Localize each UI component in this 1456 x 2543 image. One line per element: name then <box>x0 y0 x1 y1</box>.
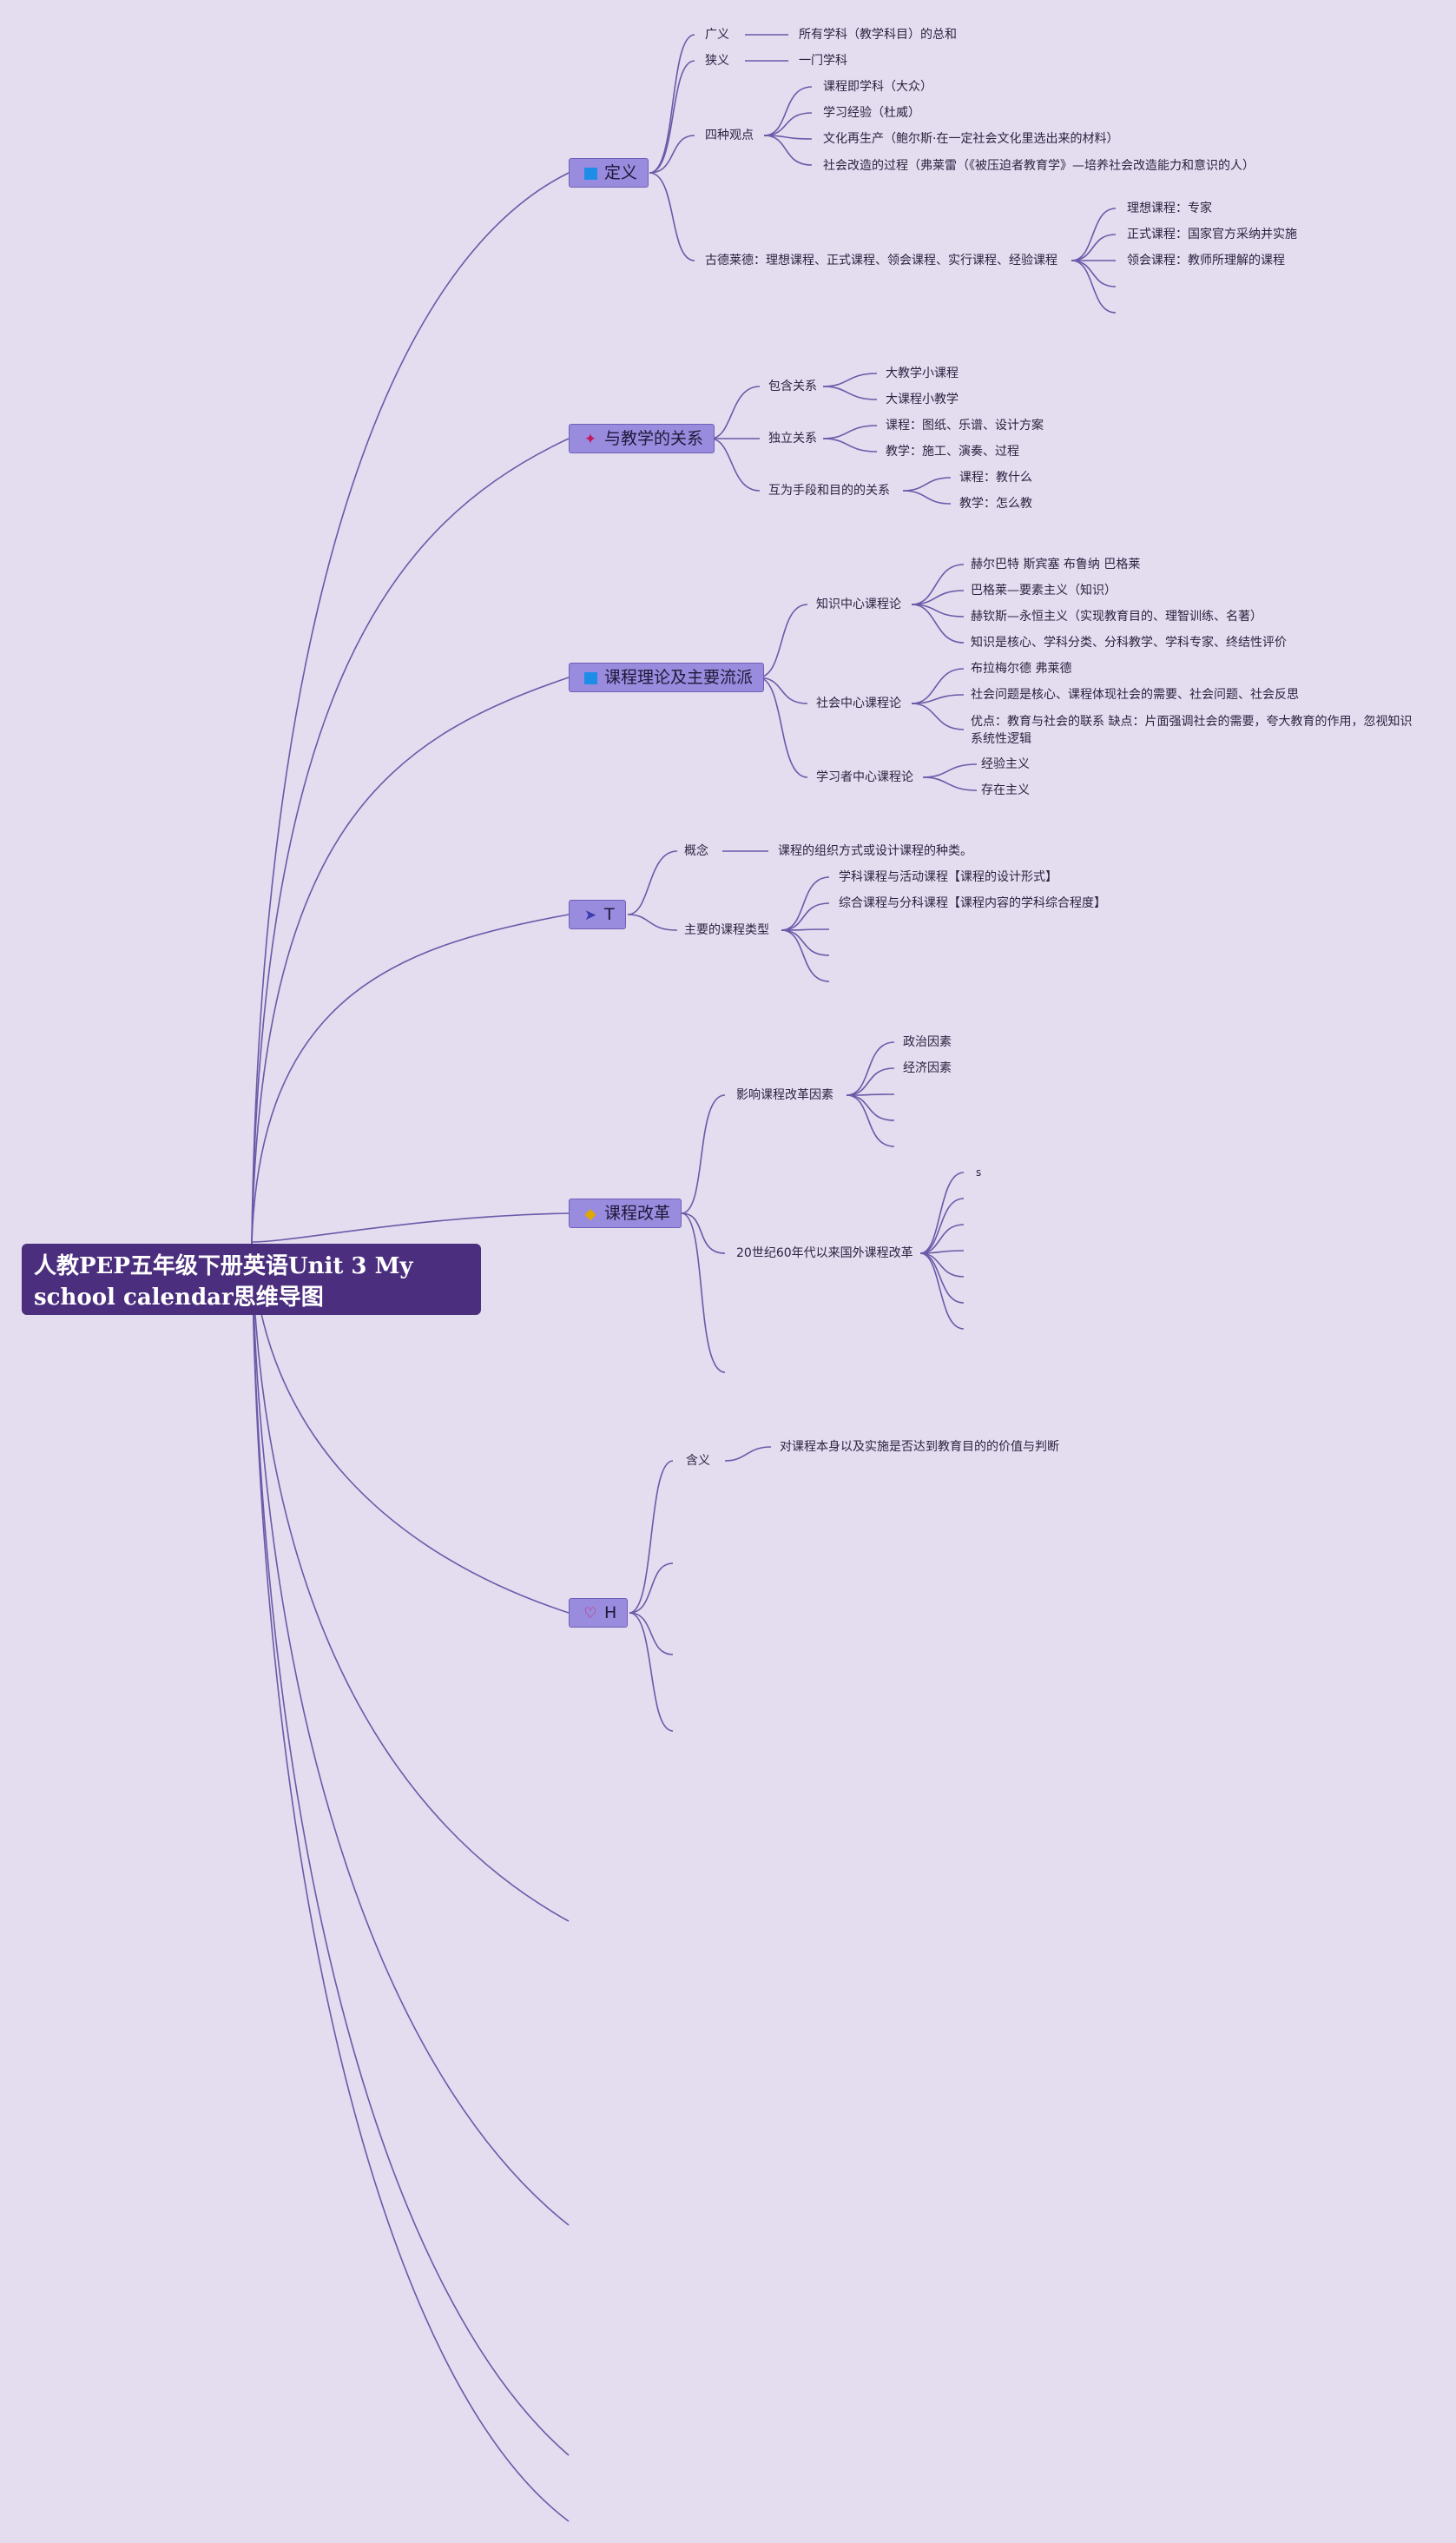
node-guangyi-value[interactable]: 所有学科（教学科目）的总和 <box>799 28 957 42</box>
node-goodlad-3[interactable]: 领会课程：教师所理解的课程 <box>1127 254 1285 268</box>
node-meaning[interactable]: 含义 <box>686 1454 710 1468</box>
node-inclusion-1[interactable]: 大教学小课程 <box>886 367 959 380</box>
node-goodlad-1[interactable]: 理想课程：专家 <box>1127 201 1212 215</box>
flag-icon <box>582 165 599 182</box>
node-view-3[interactable]: 文化再生产（鲍尔斯·在一定社会文化里选出来的材料） <box>823 132 1119 146</box>
branch-definition[interactable]: 定义 <box>569 158 649 188</box>
node-independent-1[interactable]: 课程：图纸、乐谱、设计方案 <box>886 419 1044 433</box>
node-society-2[interactable]: 社会问题是核心、课程体现社会的需要、社会问题、社会反思 <box>971 688 1299 702</box>
branch-t[interactable]: ➤ T <box>569 900 626 929</box>
node-xiayi[interactable]: 狭义 <box>705 54 729 68</box>
node-learner-1[interactable]: 经验主义 <box>981 757 1030 771</box>
node-learner-centered[interactable]: 学习者中心课程论 <box>816 770 913 784</box>
paper-plane-icon: ➤ <box>583 907 597 924</box>
magic-wand-icon: ✦ <box>583 431 597 448</box>
node-concept[interactable]: 概念 <box>684 844 708 858</box>
node-mutual[interactable]: 互为手段和目的的关系 <box>768 484 890 498</box>
node-inclusion-2[interactable]: 大课程小教学 <box>886 393 959 406</box>
node-foreign-reform-1[interactable]: s <box>976 1166 982 1179</box>
node-mutual-2[interactable]: 教学：怎么教 <box>959 497 1032 511</box>
node-meaning-value[interactable]: 对课程本身以及实施是否达到教育目的的价值与判断 <box>780 1440 1059 1454</box>
branch-teaching-relation[interactable]: ✦ 与教学的关系 <box>569 424 715 453</box>
flag-icon <box>582 670 599 687</box>
branch-h-label: H <box>604 1603 617 1622</box>
node-course-type-2[interactable]: 综合课程与分科课程【课程内容的学科综合程度】 <box>839 896 1106 910</box>
node-learner-2[interactable]: 存在主义 <box>981 783 1030 797</box>
node-foreign-reform[interactable]: 20世纪60年代以来国外课程改革 <box>736 1246 913 1260</box>
root-topic[interactable]: 人教PEP五年级下册英语Unit 3 My school calendar思维导… <box>22 1244 481 1315</box>
node-mutual-1[interactable]: 课程：教什么 <box>959 471 1032 485</box>
branch-reform[interactable]: ◆ 课程改革 <box>569 1199 682 1228</box>
node-course-types[interactable]: 主要的课程类型 <box>684 923 769 937</box>
branch-h[interactable]: ♡ H <box>569 1598 629 1628</box>
node-independent[interactable]: 独立关系 <box>768 432 817 446</box>
node-course-type-1[interactable]: 学科课程与活动课程【课程的设计形式】 <box>839 870 1057 884</box>
node-view-4[interactable]: 社会改造的过程（弗莱雷（《被压迫者教育学》—培养社会改造能力和意识的人） <box>823 159 1255 173</box>
node-view-2[interactable]: 学习经验（杜威） <box>823 106 920 120</box>
branch-teaching-relation-label: 与教学的关系 <box>604 429 704 448</box>
branch-curriculum-theory-label: 课程理论及主要流派 <box>604 668 754 687</box>
node-knowledge-2[interactable]: 巴格莱—要素主义（知识） <box>971 584 1117 598</box>
node-inclusion[interactable]: 包含关系 <box>768 380 817 393</box>
node-guangyi[interactable]: 广义 <box>705 28 729 42</box>
node-society-centered[interactable]: 社会中心课程论 <box>816 697 901 710</box>
node-knowledge-1[interactable]: 赫尔巴特 斯宾塞 布鲁纳 巴格莱 <box>971 558 1141 571</box>
branch-t-label: T <box>604 905 615 924</box>
node-goodlad[interactable]: 古德莱德：理想课程、正式课程、领会课程、实行课程、经验课程 <box>705 254 1057 268</box>
heart-icon: ♡ <box>583 1605 597 1622</box>
node-factor-politics[interactable]: 政治因素 <box>903 1035 952 1049</box>
branch-curriculum-theory[interactable]: 课程理论及主要流派 <box>569 663 765 692</box>
node-view-1[interactable]: 课程即学科（大众） <box>823 80 932 94</box>
node-society-3[interactable]: 优点：教育与社会的联系 缺点：片面强调社会的需要，夸大教育的作用，忽视知识系统性… <box>971 715 1413 746</box>
node-knowledge-4[interactable]: 知识是核心、学科分类、分科教学、学科专家、终结性评价 <box>971 636 1287 650</box>
diamond-icon: ◆ <box>584 1205 596 1223</box>
node-factor-economy[interactable]: 经济因素 <box>903 1061 952 1075</box>
node-society-1[interactable]: 布拉梅尔德 弗莱德 <box>971 662 1072 676</box>
node-four-views[interactable]: 四种观点 <box>705 129 754 142</box>
node-knowledge-3[interactable]: 赫钦斯—永恒主义（实现教育目的、理智训练、名著） <box>971 610 1262 624</box>
node-goodlad-2[interactable]: 正式课程：国家官方采纳并实施 <box>1127 228 1297 241</box>
branch-reform-label: 课程改革 <box>604 1204 671 1223</box>
node-concept-value[interactable]: 课程的组织方式或设计课程的种类。 <box>778 844 972 858</box>
node-xiayi-value[interactable]: 一门学科 <box>799 54 847 68</box>
branch-definition-label: 定义 <box>604 163 638 182</box>
node-reform-factors[interactable]: 影响课程改革因素 <box>736 1088 833 1102</box>
node-knowledge-centered[interactable]: 知识中心课程论 <box>816 598 901 611</box>
node-independent-2[interactable]: 教学：施工、演奏、过程 <box>886 445 1019 459</box>
